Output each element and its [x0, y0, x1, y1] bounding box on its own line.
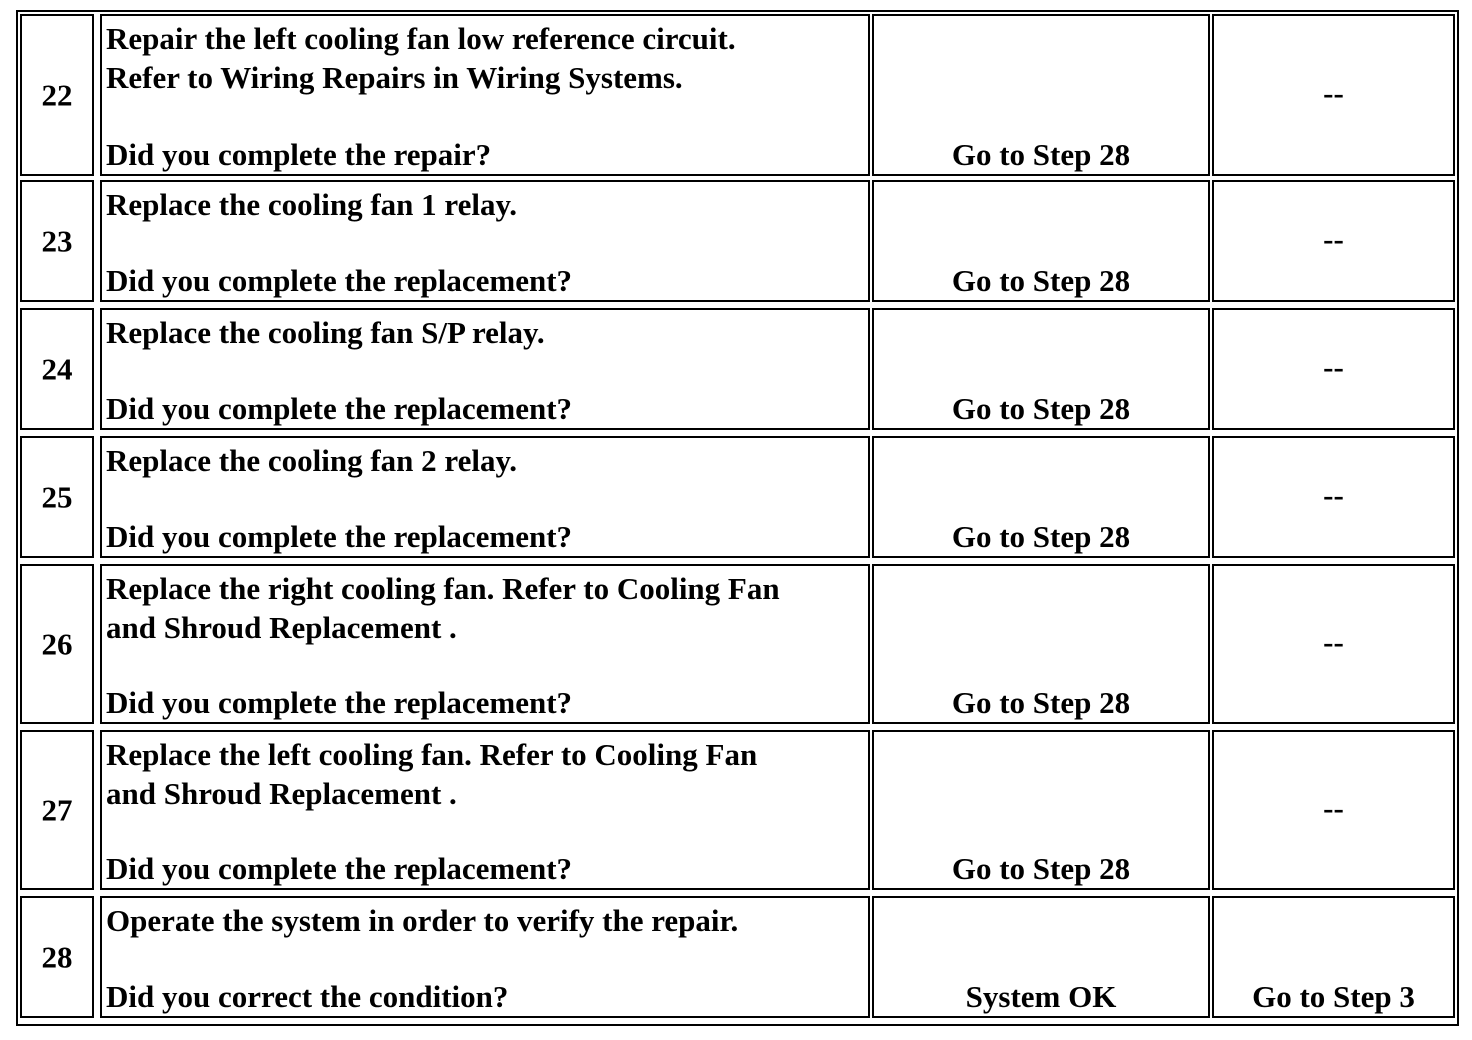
yes-result: Go to Step 28 [951, 519, 1131, 554]
no-cell: Go to Step 3 [1212, 896, 1455, 1018]
yes-result: Go to Step 28 [951, 685, 1131, 720]
no-result: -- [1323, 624, 1344, 660]
action-line: and Shroud Replacement . [106, 610, 457, 645]
no-cell: -- [1212, 180, 1455, 302]
action-text: Replace the left cooling fan. Refer to C… [106, 735, 864, 813]
no-result: Go to Step 3 [1252, 979, 1415, 1014]
step-cell: 24 [20, 308, 94, 430]
action-text: Repair the left cooling fan low referenc… [106, 19, 864, 97]
action-question: Did you complete the replacement? [106, 263, 573, 298]
yes-result: Go to Step 28 [951, 851, 1131, 886]
no-result: -- [1323, 790, 1344, 826]
action-text: Replace the cooling fan S/P relay. [106, 313, 864, 352]
yes-cell: Go to Step 28 [872, 14, 1210, 176]
yes-result: Go to Step 28 [951, 263, 1131, 298]
action-question: Did you complete the replacement? [106, 851, 573, 886]
step-number: 27 [41, 792, 73, 828]
action-cell: Replace the cooling fan 2 relay. Did you… [100, 436, 870, 558]
yes-result: System OK [965, 979, 1117, 1014]
step-cell: 26 [20, 564, 94, 724]
no-cell: -- [1212, 730, 1455, 890]
action-text: Replace the cooling fan 1 relay. [106, 185, 864, 224]
action-line: Replace the left cooling fan. Refer to C… [106, 737, 758, 772]
action-cell: Repair the left cooling fan low referenc… [100, 14, 870, 176]
no-result: -- [1323, 349, 1344, 385]
action-question: Did you correct the condition? [106, 979, 509, 1014]
action-cell: Replace the cooling fan S/P relay. Did y… [100, 308, 870, 430]
action-line: Replace the cooling fan 2 relay. [106, 443, 517, 478]
yes-result: Go to Step 28 [951, 137, 1131, 172]
yes-cell: Go to Step 28 [872, 436, 1210, 558]
no-cell: -- [1212, 436, 1455, 558]
action-line: Refer to Wiring Repairs in Wiring System… [106, 60, 683, 95]
diagnostic-table: 22 Repair the left cooling fan low refer… [16, 10, 1459, 1026]
step-number: 23 [41, 223, 73, 259]
action-cell: Operate the system in order to verify th… [100, 896, 870, 1018]
step-number: 28 [41, 939, 73, 975]
step-cell: 27 [20, 730, 94, 890]
action-text: Replace the right cooling fan. Refer to … [106, 569, 864, 647]
action-text: Replace the cooling fan 2 relay. [106, 441, 864, 480]
yes-cell: Go to Step 28 [872, 180, 1210, 302]
action-line: Replace the cooling fan S/P relay. [106, 315, 545, 350]
step-cell: 22 [20, 14, 94, 176]
no-cell: -- [1212, 14, 1455, 176]
action-cell: Replace the right cooling fan. Refer to … [100, 564, 870, 724]
yes-cell: Go to Step 28 [872, 730, 1210, 890]
action-line: Replace the right cooling fan. Refer to … [106, 571, 780, 606]
yes-cell: System OK [872, 896, 1210, 1018]
action-question: Did you complete the repair? [106, 137, 492, 172]
action-line: and Shroud Replacement . [106, 776, 457, 811]
step-number: 26 [41, 626, 73, 662]
action-line: Replace the cooling fan 1 relay. [106, 187, 517, 222]
step-cell: 28 [20, 896, 94, 1018]
step-cell: 23 [20, 180, 94, 302]
action-question: Did you complete the replacement? [106, 391, 573, 426]
step-number: 25 [41, 479, 73, 515]
action-line: Repair the left cooling fan low referenc… [106, 21, 736, 56]
step-cell: 25 [20, 436, 94, 558]
no-cell: -- [1212, 308, 1455, 430]
no-result: -- [1323, 75, 1344, 111]
action-cell: Replace the cooling fan 1 relay. Did you… [100, 180, 870, 302]
action-question: Did you complete the replacement? [106, 685, 573, 720]
step-number: 22 [41, 77, 73, 113]
action-question: Did you complete the replacement? [106, 519, 573, 554]
step-number: 24 [41, 351, 73, 387]
action-cell: Replace the left cooling fan. Refer to C… [100, 730, 870, 890]
yes-cell: Go to Step 28 [872, 308, 1210, 430]
no-result: -- [1323, 221, 1344, 257]
no-cell: -- [1212, 564, 1455, 724]
no-result: -- [1323, 477, 1344, 513]
action-line: Operate the system in order to verify th… [106, 903, 739, 938]
action-text: Operate the system in order to verify th… [106, 901, 864, 940]
yes-result: Go to Step 28 [951, 391, 1131, 426]
yes-cell: Go to Step 28 [872, 564, 1210, 724]
